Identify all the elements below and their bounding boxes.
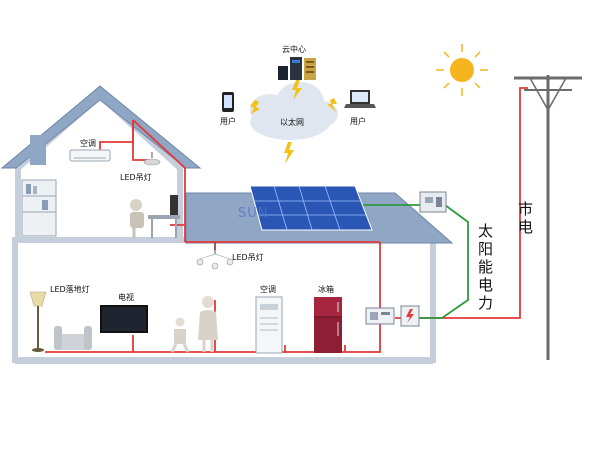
user-right-label: 用户	[350, 116, 366, 126]
ethernet-label: 以太网	[280, 117, 304, 127]
floor-lamp-icon	[29, 291, 47, 352]
upper-roof	[0, 85, 202, 169]
svg-text:阳: 阳	[478, 240, 493, 258]
svg-text:电: 电	[518, 218, 533, 236]
family-icon	[170, 296, 218, 353]
led-pendant-upstairs-label: LED吊灯	[120, 172, 152, 182]
fridge-icon	[314, 297, 342, 353]
pendant-lamp-icon	[196, 243, 234, 270]
solar-power-label: 太 阳 能 电 力	[478, 222, 493, 312]
watermark-text: SUN	[238, 206, 269, 221]
lightning-icon	[250, 80, 337, 164]
air-conditioner-icon	[255, 296, 283, 354]
inverter-icon	[365, 307, 395, 325]
cloud-icon	[250, 82, 338, 140]
ac-downstairs-label: 空调	[260, 284, 276, 294]
smartphone-icon	[222, 92, 234, 112]
grid-power-label: 市 电	[518, 200, 533, 236]
sofa-icon	[54, 326, 92, 350]
svg-text:能: 能	[478, 258, 493, 276]
solar-panel-icon	[249, 185, 373, 231]
chimney	[30, 135, 46, 165]
inverter-icon	[419, 191, 447, 213]
pendant-lamp-icon	[143, 152, 161, 166]
svg-text:市: 市	[518, 200, 533, 218]
tv-label: 电视	[118, 292, 134, 302]
meter-icon	[400, 305, 420, 327]
tv-icon	[100, 305, 148, 333]
server-icon	[278, 57, 316, 80]
cloud-center-label: 云中心	[282, 44, 306, 54]
person-at-desk-icon	[130, 195, 180, 238]
solar-wiring	[360, 204, 469, 319]
led-floor-lamp-label: LED落地灯	[50, 284, 90, 294]
svg-text:电: 电	[478, 276, 493, 294]
fridge-label: 冰箱	[318, 284, 334, 294]
svg-text:太: 太	[478, 222, 493, 240]
svg-text:力: 力	[478, 294, 493, 312]
led-pendant-downstairs-label: LED吊灯	[232, 252, 264, 262]
bookshelf-icon	[21, 179, 57, 237]
ac-upstairs-label: 空调	[80, 138, 96, 148]
utility-pole-icon	[514, 75, 582, 360]
laptop-icon	[344, 90, 376, 108]
sun-icon	[436, 44, 488, 96]
user-left-label: 用户	[220, 116, 236, 126]
air-conditioner-icon	[69, 149, 111, 162]
